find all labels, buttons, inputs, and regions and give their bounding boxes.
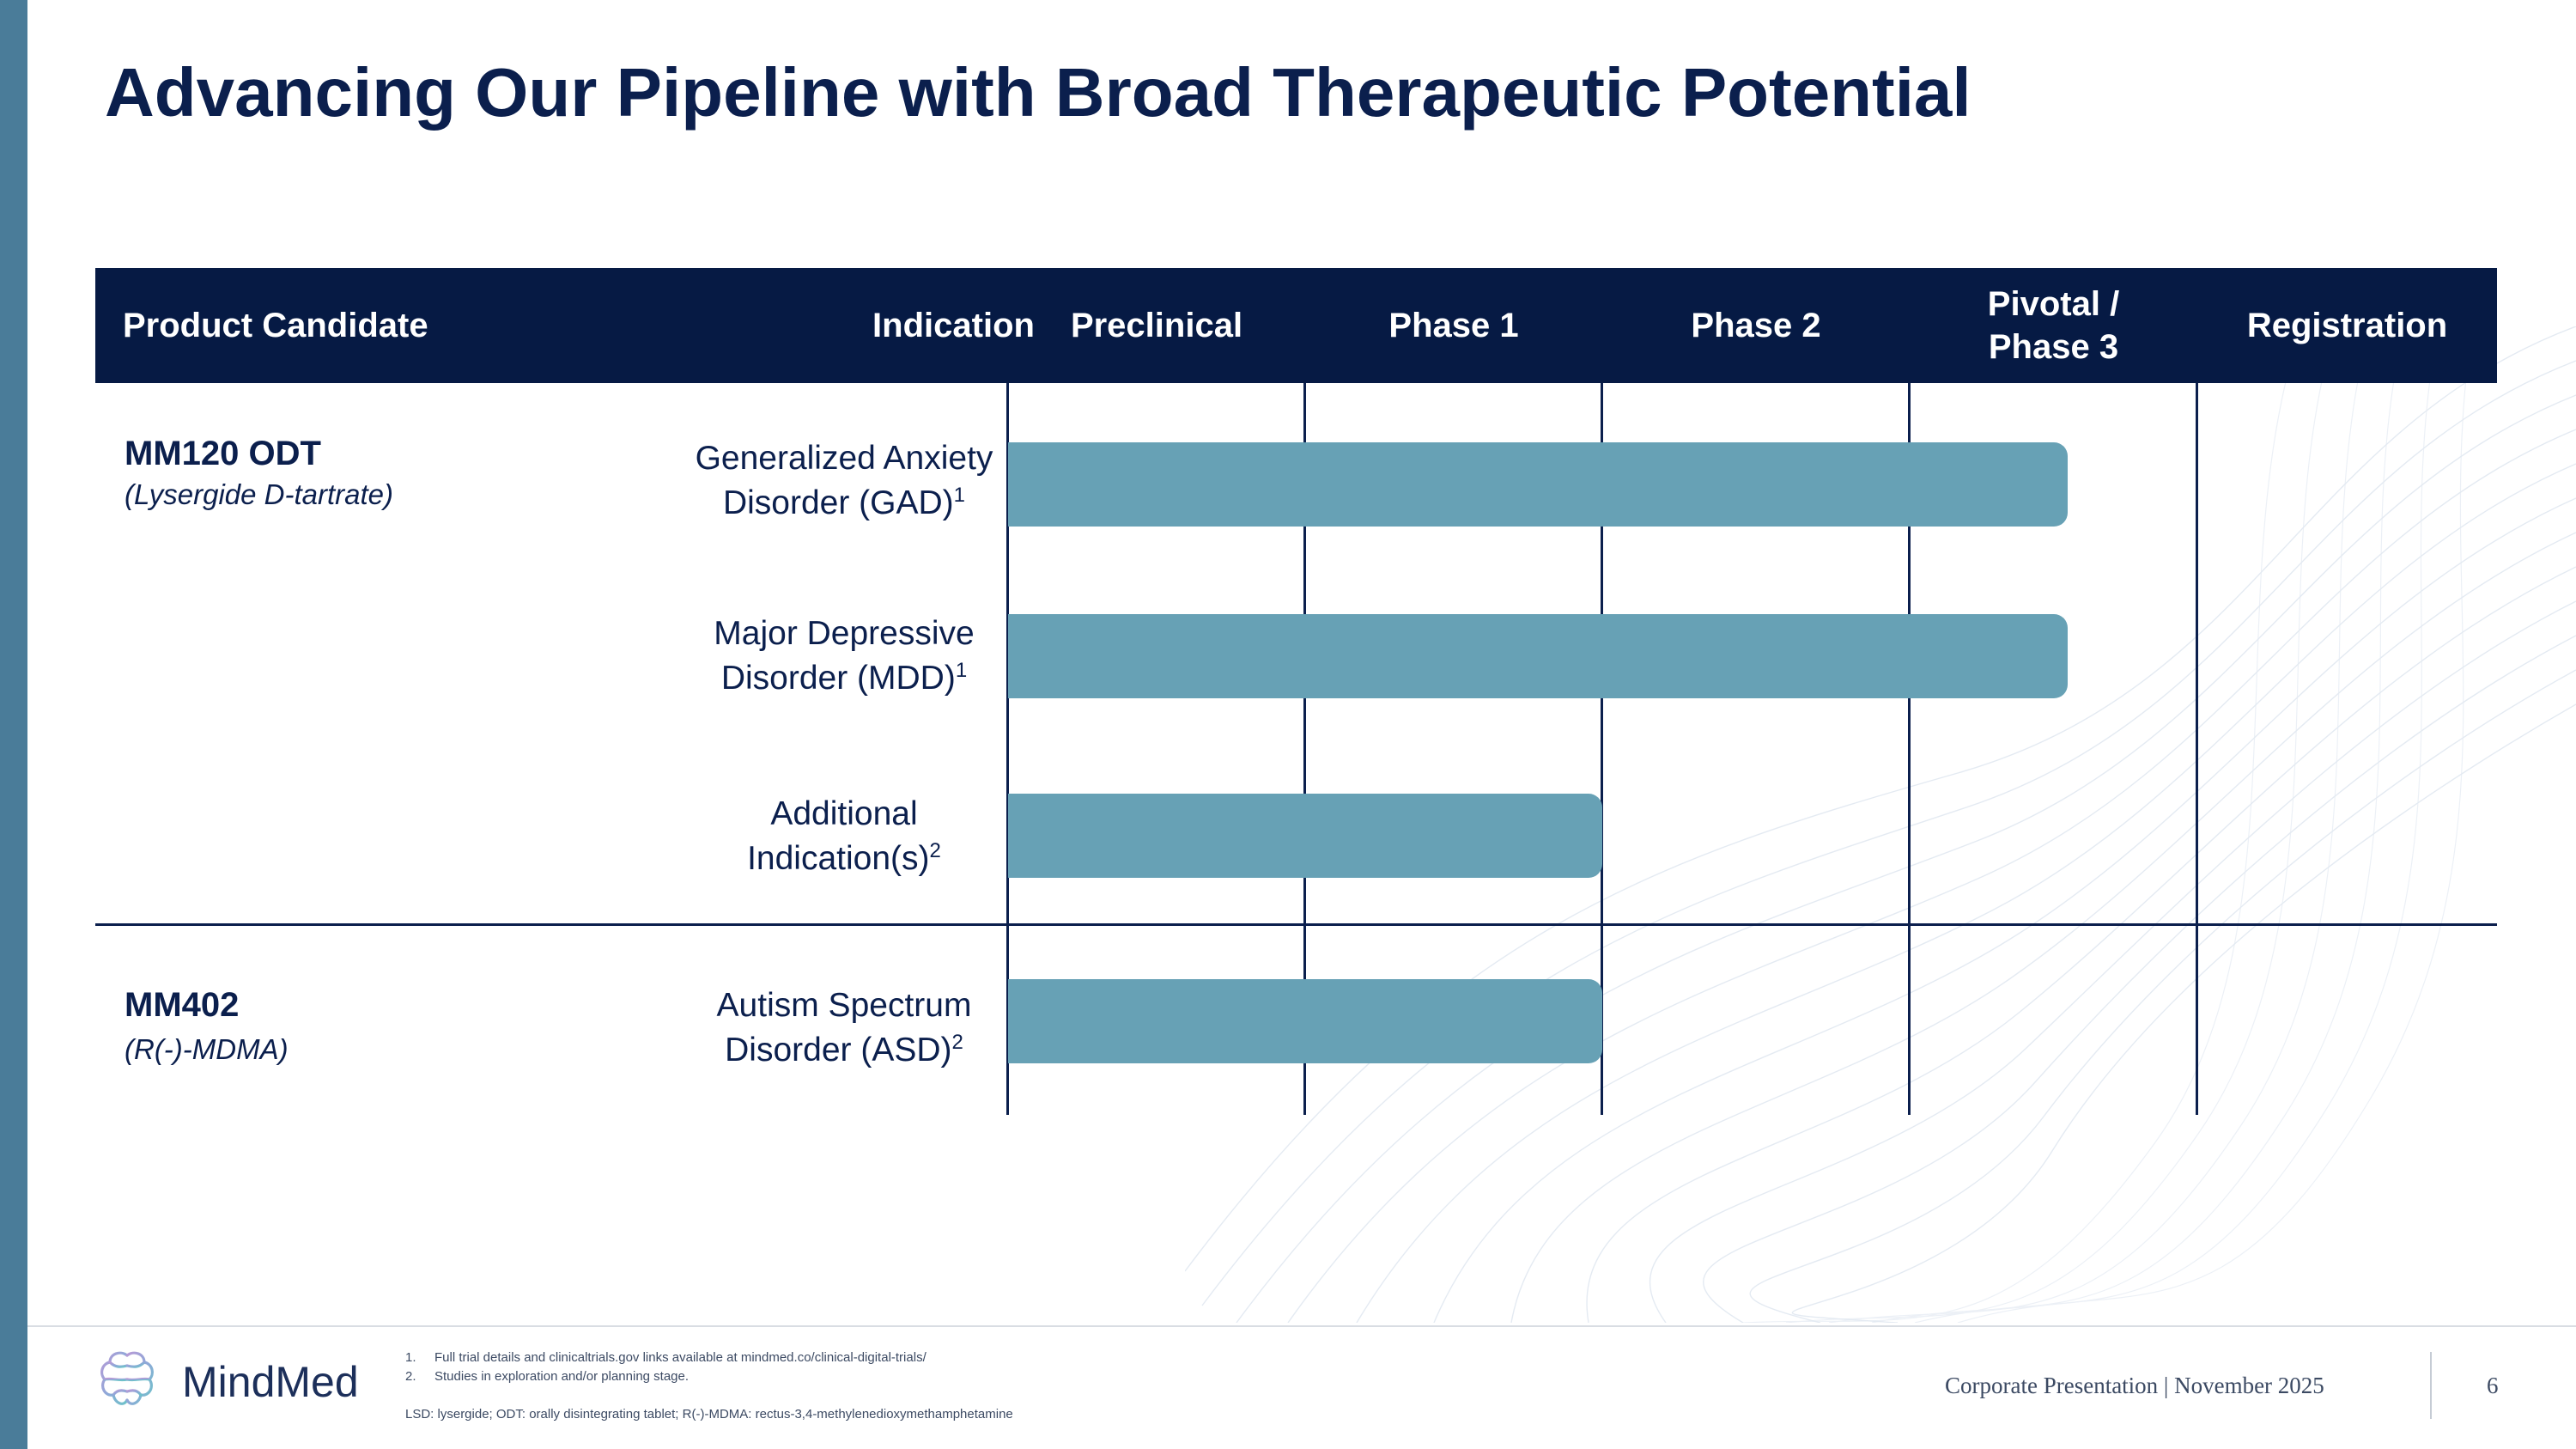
background-wave-pattern bbox=[1185, 326, 2576, 1323]
grid-line-registration-start bbox=[2196, 383, 2198, 1115]
grid-line-pivotal-start bbox=[1908, 383, 1911, 1115]
header-registration: Registration bbox=[2246, 307, 2448, 344]
indication-gad-line2: Disorder (GAD) bbox=[722, 484, 954, 521]
progress-bar-gad bbox=[1008, 442, 2068, 527]
progress-bar-mdd bbox=[1008, 614, 2068, 698]
indication-gad-footnote: 1 bbox=[953, 484, 966, 507]
indication-additional-footnote: 2 bbox=[929, 839, 941, 862]
footnote-1-text: Full trial details and clinicaltrials.go… bbox=[434, 1350, 927, 1365]
header-pivotal-line2: Phase 3 bbox=[1988, 328, 2119, 366]
footer-vertical-divider bbox=[2430, 1352, 2432, 1419]
indication-asd-line2: Disorder (ASD) bbox=[725, 1032, 952, 1068]
header-pivotal-line1: Pivotal / bbox=[1987, 285, 2120, 323]
indication-mdd-footnote: 1 bbox=[955, 659, 968, 682]
page-number: 6 bbox=[2487, 1373, 2499, 1398]
indication-asd: Autism Spectrum Disorder (ASD)2 bbox=[664, 983, 1024, 1073]
grid-line-preclinical-start bbox=[1006, 383, 1009, 1115]
indication-mdd: Major Depressive Disorder (MDD)1 bbox=[664, 612, 1024, 701]
indication-asd-line1: Autism Spectrum bbox=[716, 987, 972, 1024]
indication-mdd-line2: Disorder (MDD) bbox=[720, 660, 956, 697]
product-separator-line bbox=[95, 923, 2497, 926]
left-accent-bar bbox=[0, 0, 27, 1449]
footnote-2: 2. Studies in exploration and/or plannin… bbox=[405, 1367, 1522, 1386]
indication-additional-line1: Additional bbox=[770, 795, 918, 832]
presentation-label: Corporate Presentation | November 2025 bbox=[1945, 1373, 2324, 1398]
indication-asd-footnote: 2 bbox=[951, 1031, 963, 1054]
footnote-1: 1. Full trial details and clinicaltrials… bbox=[405, 1349, 1522, 1367]
abbreviations-note: LSD: lysergide; ODT: orally disintegrati… bbox=[405, 1407, 1013, 1422]
header-phase-1: Phase 1 bbox=[1388, 307, 1519, 344]
header-phase-2: Phase 2 bbox=[1691, 307, 1821, 344]
grid-line-phase1-start bbox=[1303, 383, 1306, 1115]
page-title: Advancing Our Pipeline with Broad Therap… bbox=[105, 54, 1971, 131]
brain-icon bbox=[100, 1351, 154, 1412]
product-subtitle-mm402: (R(-)-MDMA) bbox=[125, 1033, 289, 1065]
header-preclinical: Preclinical bbox=[1070, 307, 1243, 344]
indication-gad: Generalized Anxiety Disorder (GAD)1 bbox=[664, 436, 1024, 526]
header-pivotal-phase-3: Pivotal / Phase 3 bbox=[1910, 268, 2197, 383]
footnote-2-text: Studies in exploration and/or planning s… bbox=[434, 1369, 690, 1384]
header-product-candidate: Product Candidate bbox=[123, 307, 428, 344]
brand-name: MindMed bbox=[182, 1358, 359, 1406]
product-subtitle-mm120: (Lysergide D-tartrate) bbox=[125, 478, 394, 510]
product-name-mm402: MM402 bbox=[125, 986, 240, 1024]
indication-mdd-line1: Major Depressive bbox=[714, 615, 975, 652]
footnote-1-number: 1. bbox=[405, 1350, 416, 1365]
product-name-mm120: MM120 ODT bbox=[125, 435, 321, 472]
indication-gad-line1: Generalized Anxiety bbox=[695, 440, 993, 477]
pipeline-header-row: Product Candidate Indication Preclinical… bbox=[95, 268, 2497, 383]
footnote-2-number: 2. bbox=[405, 1369, 416, 1384]
indication-additional-line2: Indication(s) bbox=[747, 840, 930, 877]
footnotes: 1. Full trial details and clinicaltrials… bbox=[405, 1349, 1522, 1424]
progress-bar-asd bbox=[1008, 979, 1602, 1063]
progress-bar-additional bbox=[1008, 794, 1602, 878]
grid-line-phase2-start bbox=[1601, 383, 1603, 1115]
indication-additional: Additional Indication(s)2 bbox=[664, 792, 1024, 881]
footer-divider-line bbox=[27, 1325, 2576, 1327]
header-indication: Indication bbox=[872, 307, 1035, 344]
